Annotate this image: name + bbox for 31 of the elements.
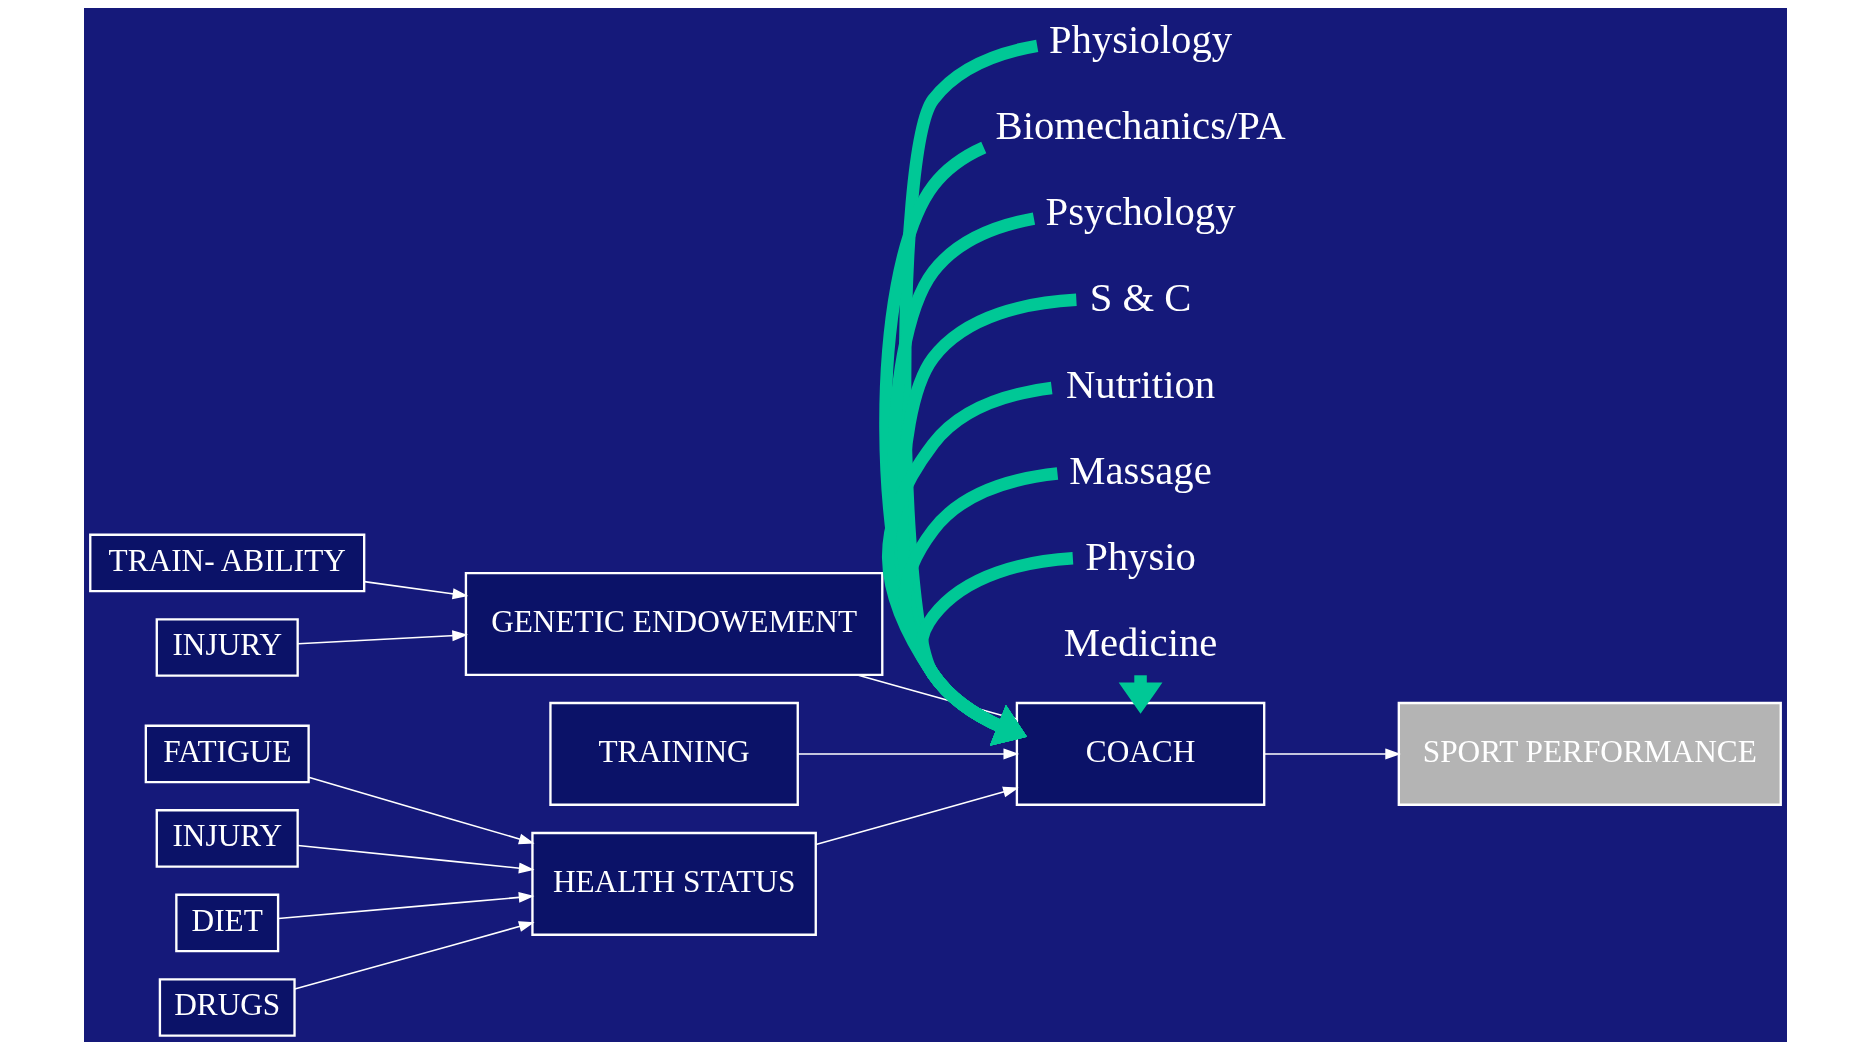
arrow	[296, 630, 468, 645]
arrow	[1263, 748, 1401, 760]
node-box: TRAIN- ABILITY	[88, 533, 365, 593]
node-text: S & C	[1089, 275, 1191, 321]
node-text: Physiology	[1048, 17, 1232, 63]
node-box: INJURY	[155, 618, 299, 677]
arrow	[293, 921, 535, 990]
arrow	[296, 844, 534, 874]
node-box: DIET	[174, 893, 279, 953]
node-text: Physio	[1084, 533, 1196, 579]
arrow	[277, 891, 534, 920]
node-box: COACH	[1015, 701, 1265, 806]
node-box: HEALTH STATUS	[530, 831, 817, 936]
arrow	[796, 748, 1019, 760]
arrow	[363, 580, 468, 600]
node-text: Medicine	[1063, 619, 1217, 665]
node-box: GENETIC ENDOWEMENT	[464, 571, 883, 677]
node-text: Massage	[1068, 447, 1212, 493]
node-box: TRAINING	[548, 701, 799, 806]
node-box: INJURY	[155, 809, 299, 868]
arrow	[878, 141, 1027, 746]
arrow	[881, 381, 1053, 746]
arrow	[814, 786, 1019, 846]
node-text: Biomechanics/PA	[995, 103, 1286, 149]
arrow	[307, 776, 535, 845]
node-text: Psychology	[1045, 189, 1235, 235]
node-text: Nutrition	[1065, 361, 1215, 407]
arrow	[898, 39, 1038, 746]
node-box: FATIGUE	[144, 724, 310, 784]
node-box: SPORT PERFORMANCE	[1397, 701, 1782, 806]
node-box: DRUGS	[158, 978, 296, 1037]
